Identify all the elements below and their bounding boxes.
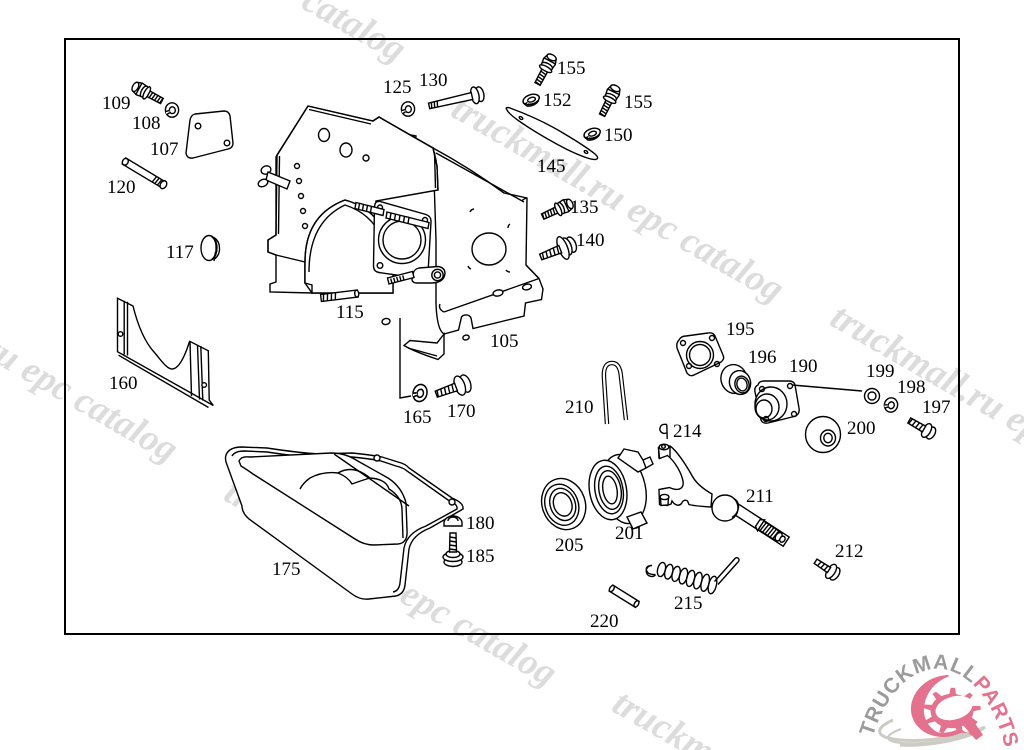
svg-text:212: 212: [835, 541, 864, 562]
svg-text:180: 180: [466, 513, 495, 534]
svg-text:107: 107: [150, 139, 179, 160]
svg-text:200: 200: [847, 418, 876, 439]
svg-text:214: 214: [673, 421, 702, 442]
svg-text:185: 185: [466, 546, 495, 567]
svg-text:165: 165: [403, 407, 432, 428]
svg-text:145: 145: [537, 156, 566, 177]
svg-text:211: 211: [746, 486, 774, 507]
svg-text:140: 140: [576, 230, 605, 251]
svg-text:197: 197: [922, 397, 951, 418]
svg-text:155: 155: [557, 58, 586, 79]
svg-text:196: 196: [748, 347, 777, 368]
svg-text:155: 155: [624, 92, 653, 113]
svg-text:195: 195: [726, 319, 755, 340]
svg-text:125: 125: [383, 77, 412, 98]
svg-text:117: 117: [166, 242, 194, 263]
svg-text:135: 135: [570, 197, 599, 218]
svg-text:201: 201: [615, 523, 644, 544]
svg-text:210: 210: [565, 397, 594, 418]
svg-text:170: 170: [447, 401, 476, 422]
svg-text:175: 175: [272, 559, 301, 580]
svg-text:220: 220: [590, 611, 619, 632]
svg-text:120: 120: [107, 177, 136, 198]
svg-text:215: 215: [674, 593, 703, 614]
svg-text:190: 190: [789, 356, 818, 377]
svg-text:152: 152: [543, 90, 572, 111]
svg-text:105: 105: [490, 331, 519, 352]
svg-text:109: 109: [102, 93, 131, 114]
svg-text:160: 160: [109, 373, 138, 394]
svg-text:108: 108: [132, 113, 161, 134]
svg-text:199: 199: [866, 361, 895, 382]
svg-text:198: 198: [897, 377, 926, 398]
svg-text:150: 150: [604, 125, 633, 146]
svg-text:130: 130: [419, 70, 448, 91]
svg-text:205: 205: [555, 535, 584, 556]
svg-text:115: 115: [336, 302, 364, 323]
